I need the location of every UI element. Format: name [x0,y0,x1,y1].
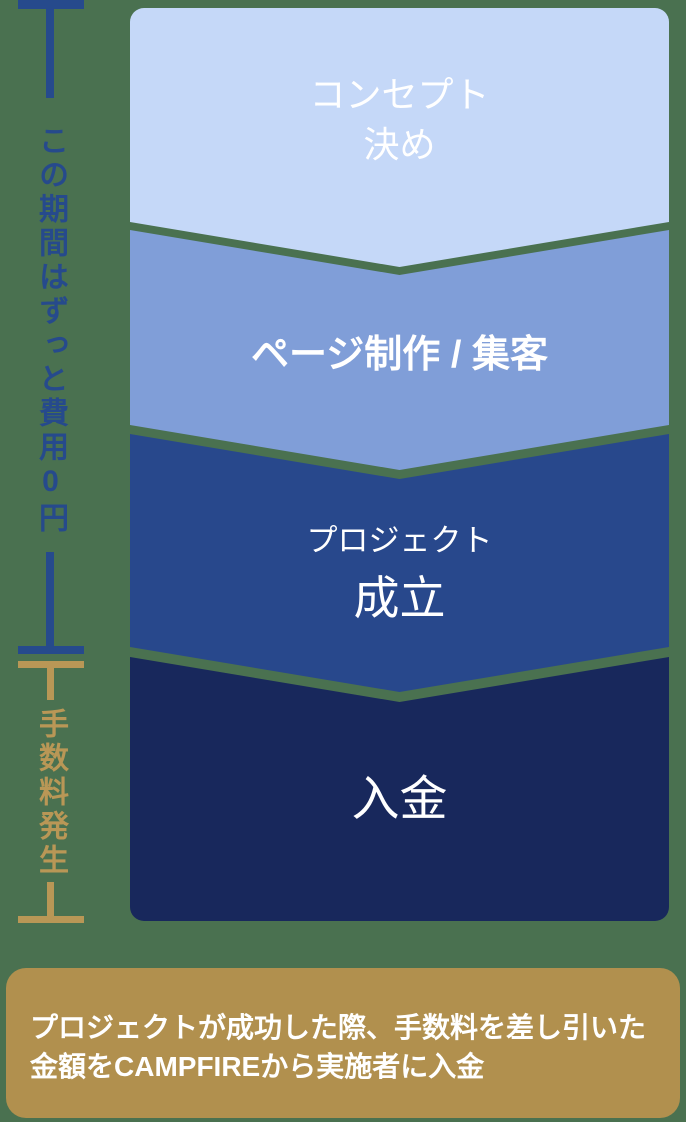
footer-note-card: プロジェクトが成功した際、手数料を差し引いた 金額をCAMPFIREから実施者に… [6,968,680,1118]
step-label-line: 決め [363,124,436,165]
free-period-end-tick [18,646,84,654]
fee-period-stem-top [47,668,54,700]
funnel-step-concept: コンセプト 決め [130,8,669,267]
free-period-label: この期間はずっと費用0円 [34,124,67,536]
funnel-step-concept-label: コンセプト 決め [130,70,669,170]
free-period-stem-top [46,0,54,98]
fee-period-stem-bottom [47,882,54,916]
funnel-step-project-success: プロジェクト 成立 [130,434,669,692]
footer-note-line1: プロジェクトが成功した際、手数料を差し引いた [30,1012,647,1043]
fee-period-start-tick [18,661,84,668]
funnel-step-page-production-label: ページ制作 / 集客 [251,334,548,376]
fee-period-end-tick [18,916,84,923]
funnel-step-deposit-label: 入金 [351,773,448,826]
footer-note-line2: 金額をCAMPFIREから実施者に入金 [30,1051,485,1082]
funnel-step-page-production: ページ制作 / 集客 [130,230,669,470]
funnel-step-project-success-label: プロジェクト 成立 [130,520,669,626]
step-label-line: 成立 [353,572,446,624]
free-period-stem-bottom [46,552,54,648]
fee-period-label: 手数料発生 [34,708,67,878]
funnel-step-deposit: 入金 [130,657,669,921]
step-label-line: コンセプト [309,74,490,115]
step-label-line: プロジェクト [306,523,493,558]
